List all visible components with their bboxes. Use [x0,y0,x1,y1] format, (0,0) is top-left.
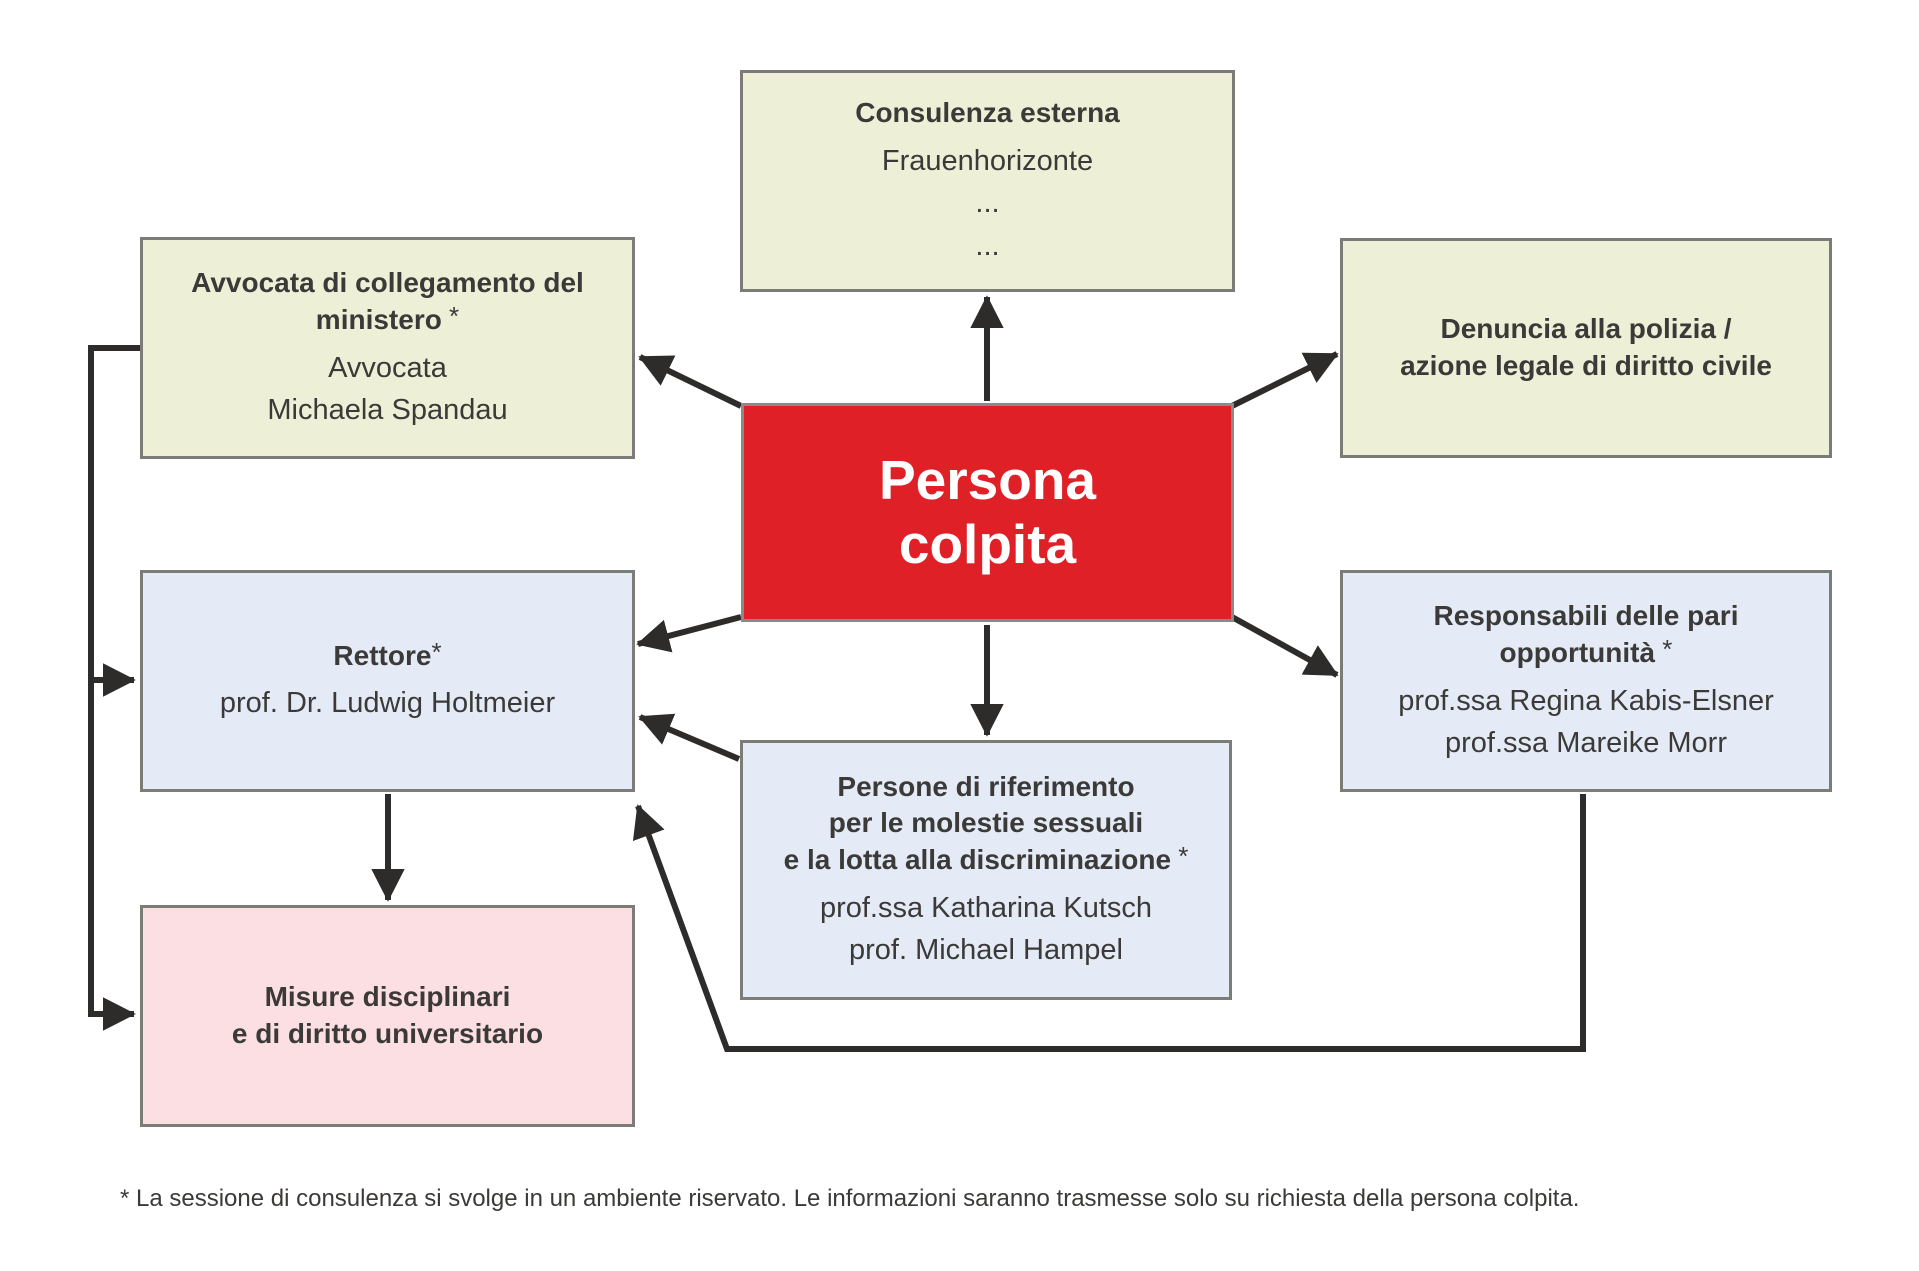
box-persone-di-riferimento: Persone di riferimento per le molestie s… [740,740,1232,1000]
box-title: Misure disciplinari e di diritto univers… [231,981,544,1049]
box-responsabili-pari-opportunita: Responsabili delle pari opportunità * pr… [1340,570,1832,792]
arrow-persone-to-rettore [638,713,741,762]
box-line: Michaela Spandau [267,393,508,426]
box-rettore: Rettore* prof. Dr. Ludwig Holtmeier [140,570,635,792]
box-title: Persone di riferimento per le molestie s… [783,770,1189,876]
asterisk-marker: * [441,300,460,331]
box-misure-disciplinari: Misure disciplinari e di diritto univers… [140,905,635,1127]
box-denuncia-polizia: Denuncia alla polizia / azione legale di… [1340,238,1832,458]
footnote: * La sessione di consulenza si svolge in… [120,1185,1580,1212]
box-title: Avvocata di collegamento del ministero * [191,267,584,335]
box-line: Frauenhorizonte [881,145,1094,178]
box-line: prof. Michael Hampel [848,934,1123,967]
arrow-persona-to-avvocata [638,354,743,409]
box-line: ... [975,187,1000,220]
asterisk-marker: * [1655,633,1673,664]
persona-colpita-title: Persona colpita [878,449,1097,575]
box-consulenza-esterna: Consulenza esterna Frauenhorizonte ... .… [740,70,1235,292]
box-persona-colpita: Persona colpita [741,403,1234,622]
box-avvocata-collegamento: Avvocata di collegamento del ministero *… [140,237,635,459]
box-line: Avvocata [328,351,447,384]
box-line: prof. Dr. Ludwig Holtmeier [219,687,556,720]
asterisk-marker: * [1171,841,1189,872]
box-title: Responsabili delle pari opportunità * [1433,600,1739,668]
box-title: Consulenza esterna [855,97,1120,129]
arrow-persona-to-rettore [636,614,742,653]
box-line: prof.ssa Katharina Kutsch [819,892,1153,925]
box-title: Rettore* [333,636,442,671]
box-line: prof.ssa Mareike Morr [1444,726,1727,759]
box-line: prof.ssa Regina Kabis-Elsner [1398,684,1774,717]
arrow-persona-to-responsabili [1230,614,1339,678]
box-line: ... [975,229,1000,262]
rail-avvocata-to-misure [88,345,140,1031]
arrow-persona-to-denuncia [1230,351,1339,409]
box-title: Denuncia alla polizia / azione legale di… [1400,313,1772,381]
asterisk-marker: * [431,636,442,667]
